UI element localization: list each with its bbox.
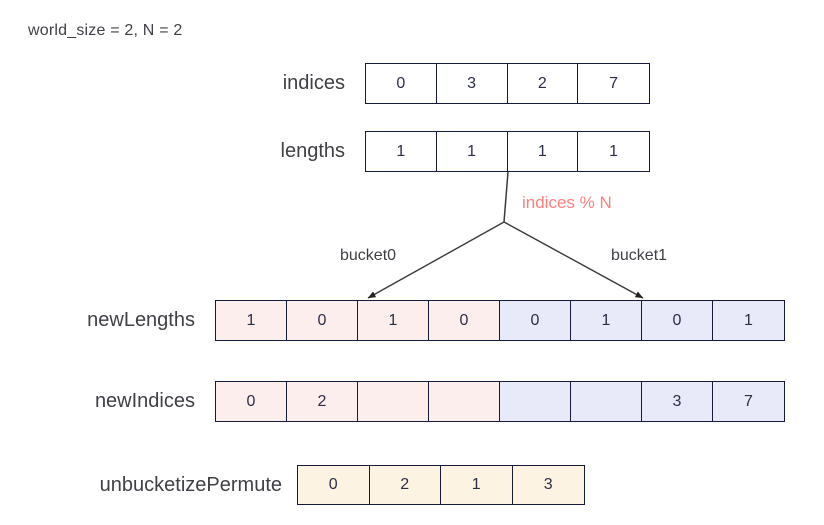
- newlengths-cell: 0: [287, 301, 358, 340]
- newlengths-cell: 1: [358, 301, 429, 340]
- lengths-cell: 1: [436, 132, 508, 171]
- newindices-cell: [500, 382, 571, 421]
- unbucketizepermute-cell: 3: [512, 466, 584, 504]
- lengths-cell: 1: [507, 132, 579, 171]
- newlengths-array: 1 0 1 0 0 1 0 1: [215, 300, 785, 341]
- lengths-cell: 1: [578, 132, 649, 171]
- indices-cell: 3: [436, 64, 508, 103]
- indices-array: 0 3 2 7: [365, 63, 650, 104]
- unbucketizepermute-array: 0 2 1 3: [297, 465, 585, 505]
- newindices-cell: [429, 382, 500, 421]
- row-label-newlengths: newLengths: [87, 309, 195, 331]
- newlengths-cell: 0: [500, 301, 571, 340]
- unbucketizepermute-cell: 1: [441, 466, 513, 504]
- newindices-cell: 2: [287, 382, 358, 421]
- indices-cell: 7: [578, 64, 649, 103]
- indices-cell: 0: [366, 64, 437, 103]
- newlengths-cell: 0: [429, 301, 500, 340]
- row-label-lengths: lengths: [280, 140, 346, 162]
- newindices-cell: [571, 382, 642, 421]
- newlengths-cell: 1: [216, 301, 287, 340]
- world-size-caption: world_size = 2, N = 2: [28, 22, 183, 39]
- newindices-cell: 7: [713, 382, 784, 421]
- split-stem-line: [503, 171, 509, 223]
- lengths-array: 1 1 1 1: [365, 131, 650, 172]
- newlengths-cell: 1: [713, 301, 784, 340]
- unbucketizepermute-cell: 0: [298, 466, 370, 504]
- newlengths-cell: 0: [642, 301, 713, 340]
- newindices-cell: 3: [642, 382, 713, 421]
- lengths-cell: 1: [366, 132, 437, 171]
- newlengths-cell: 1: [571, 301, 642, 340]
- indices-mod-n-annotation: indices % N: [522, 193, 612, 212]
- row-label-newindices: newIndices: [94, 390, 195, 412]
- indices-cell: 2: [507, 64, 579, 103]
- bucket1-label: bucket1: [611, 247, 668, 264]
- row-label-indices: indices: [282, 72, 345, 94]
- unbucketizepermute-cell: 2: [369, 466, 441, 504]
- row-label-unbucketizepermute: unbucketizePermute: [99, 474, 282, 496]
- newindices-array: 0 2 3 7: [215, 381, 785, 422]
- newindices-cell: [358, 382, 429, 421]
- bucket0-label: bucket0: [340, 247, 397, 264]
- newindices-cell: 0: [216, 382, 287, 421]
